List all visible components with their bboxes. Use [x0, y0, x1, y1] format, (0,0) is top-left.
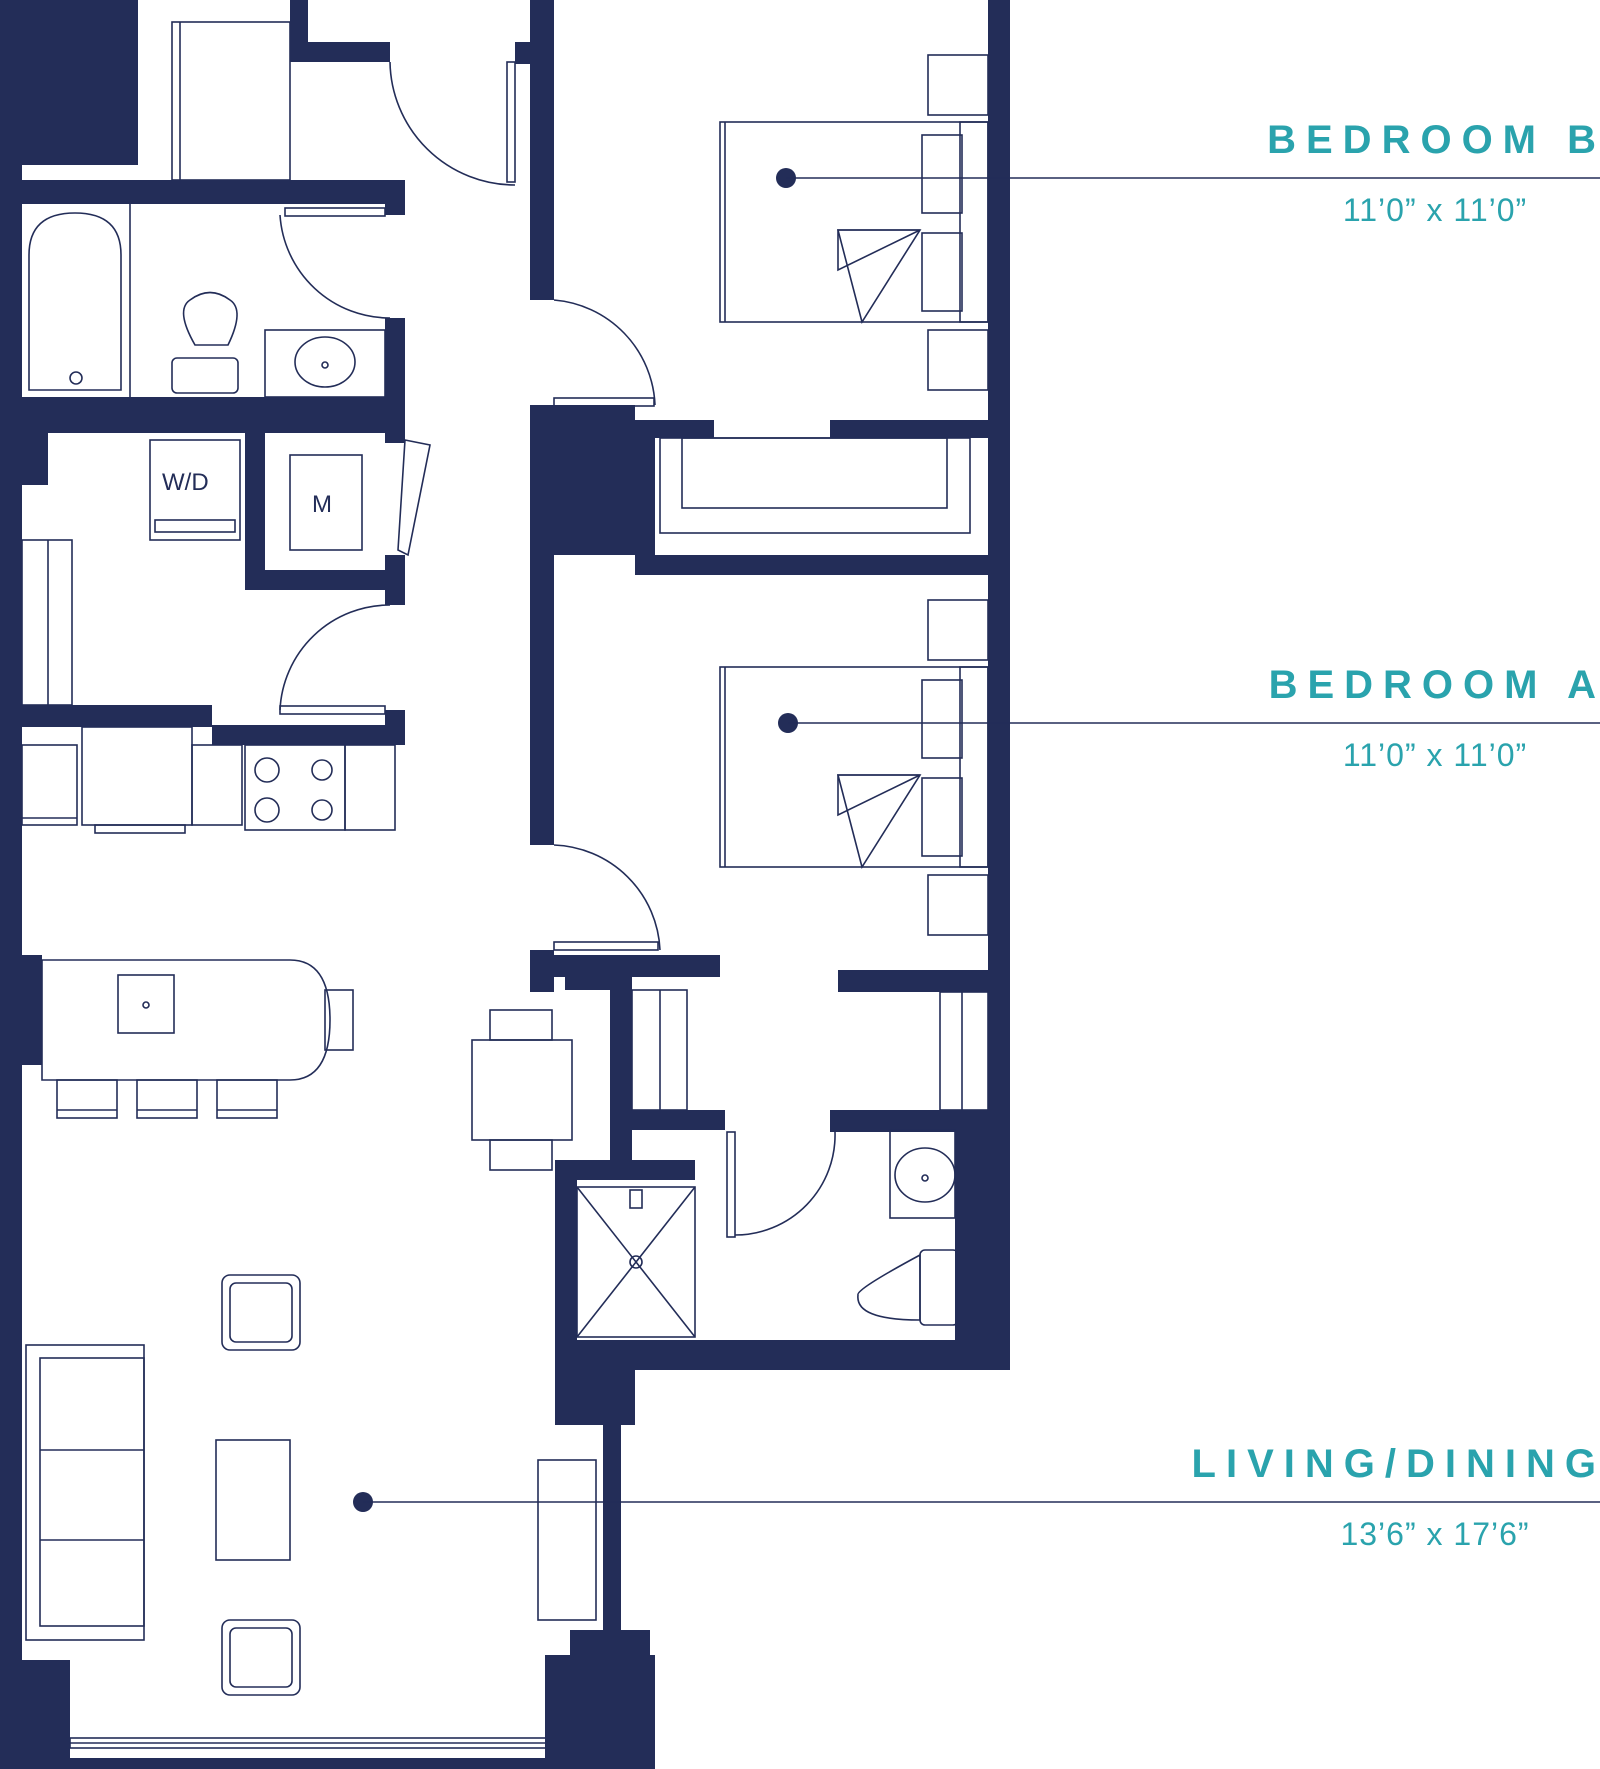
room-leaders: [353, 168, 1600, 1512]
doors: [279, 61, 836, 1238]
bathroom-2-fixtures: [576, 1129, 959, 1338]
bedroom-b-dimensions: 11’0” x 11’0”: [1342, 192, 1528, 228]
mechanical-label: M: [312, 491, 332, 518]
dining-table: [471, 1009, 573, 1171]
washer-dryer-label: W/D: [162, 469, 209, 496]
bedroom-b-furniture: [659, 54, 989, 534]
living-room-furniture: [25, 1274, 597, 1696]
living-dining-label: LIVING/DINING: [1191, 1442, 1600, 1486]
walls: [0, 0, 1010, 1769]
kitchen-fixtures: [41, 726, 396, 1119]
windows: [21, 21, 549, 1749]
bedroom-b-label: BEDROOM B: [1267, 118, 1600, 162]
bedroom-a-label: BEDROOM A: [1268, 663, 1600, 707]
bathroom-1-fixtures: [28, 204, 386, 398]
bedroom-a-dimensions: 11’0” x 11’0”: [1342, 737, 1528, 773]
living-dining-dimensions: 13’6” x 17’6”: [1340, 1516, 1530, 1552]
laundry-fixtures: W/D M: [149, 439, 363, 551]
bedroom-a-furniture: [631, 599, 989, 1111]
